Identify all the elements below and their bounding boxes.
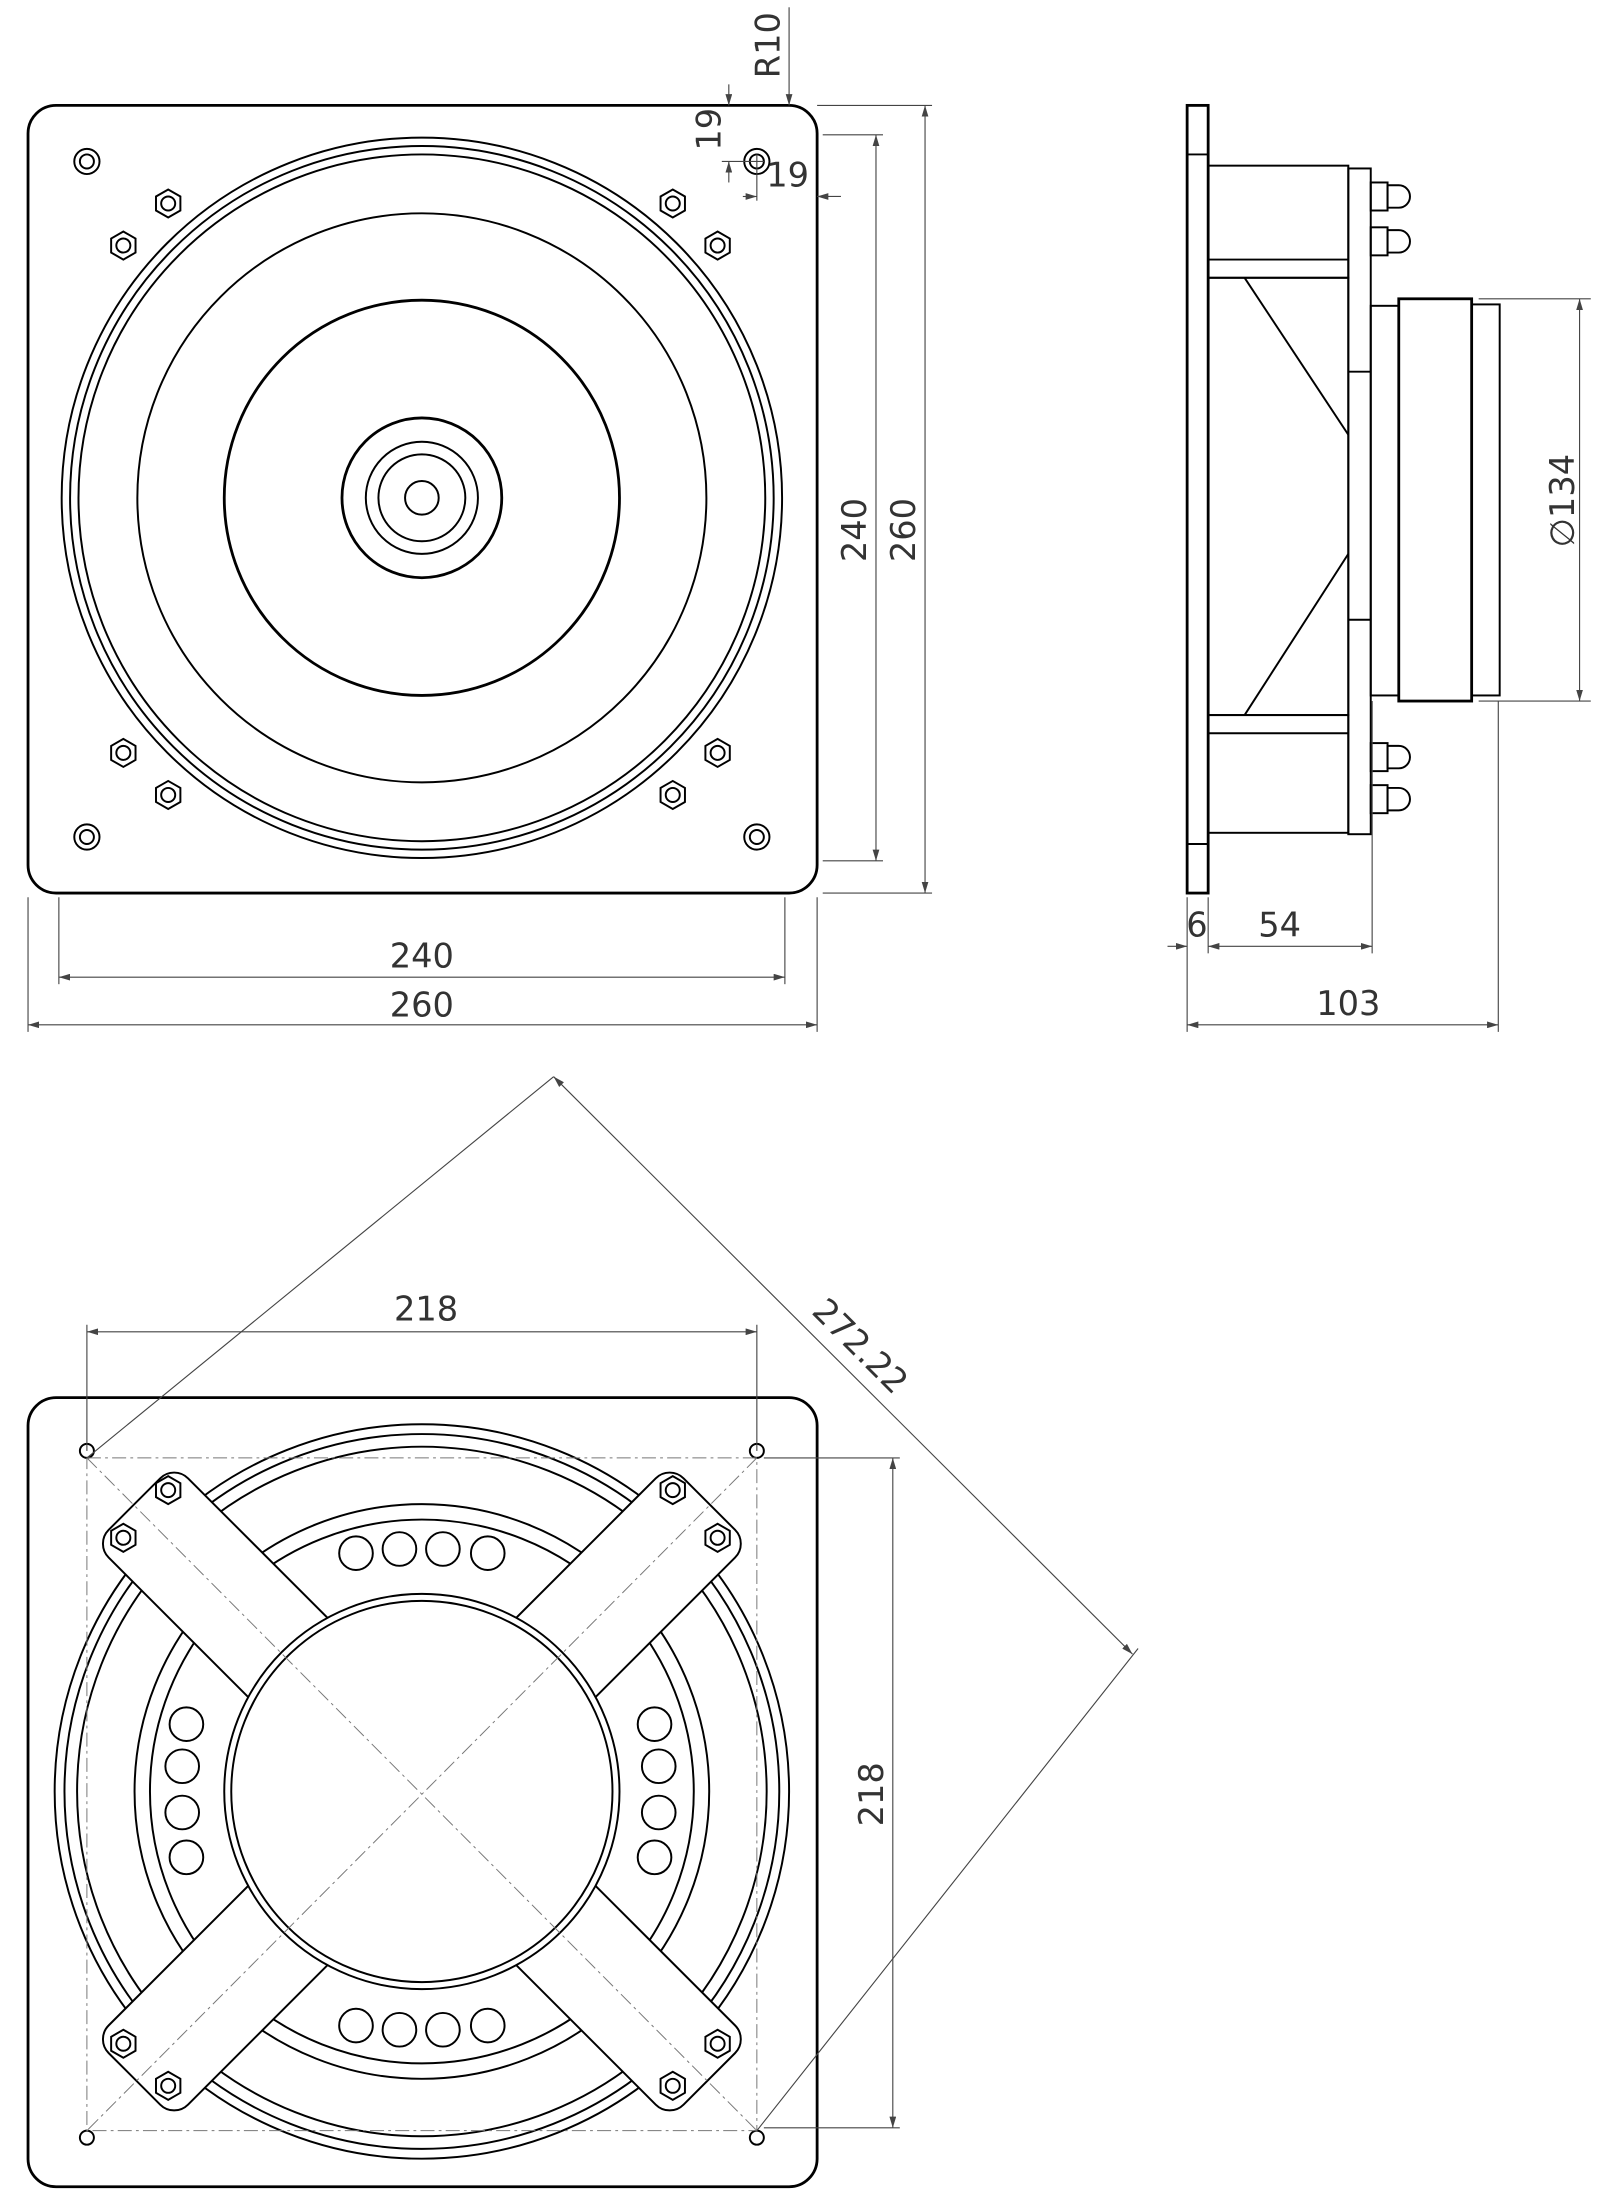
- hex-nut-icon: [110, 230, 137, 261]
- dimension-lines: [27, 7, 933, 1032]
- frame-top: [1207, 164, 1350, 279]
- side-plate: [1185, 103, 1210, 895]
- mounting-plate: [26, 103, 819, 895]
- terminal-icon: [1369, 181, 1411, 212]
- rear-view: 218 218 272.22: [26, 1076, 1139, 2189]
- hex-nut-icon: [659, 188, 686, 219]
- hex-nut-icon: [704, 230, 731, 261]
- mounting-hole-icon: [78, 2129, 95, 2146]
- vent-hole: [636, 1706, 673, 1743]
- side-view: ∅134 6 54 103: [1167, 103, 1591, 1032]
- hex-nut-icon: [704, 1522, 731, 1553]
- hex-nut-icon: [659, 2070, 686, 2101]
- surround-rings: [60, 136, 784, 860]
- vent-hole: [636, 1839, 673, 1876]
- rear-plate: [26, 1396, 819, 2189]
- vent-hole: [168, 1839, 205, 1876]
- terminals: [1369, 181, 1411, 815]
- mounting-hole-icon: [748, 2129, 765, 2146]
- vent-hole: [164, 1748, 201, 1785]
- radius-label: R10: [748, 12, 787, 78]
- hex-nut-icon: [704, 2028, 731, 2059]
- hole-spacing-width-label: 218: [394, 1290, 458, 1329]
- terminal-icon: [1369, 226, 1411, 257]
- frame-depth-label: 54: [1258, 906, 1301, 945]
- hex-nut-icon: [110, 737, 137, 769]
- vent-hole: [338, 1535, 374, 1572]
- mounting-hole-icon: [73, 823, 101, 851]
- vent-hole: [338, 2007, 374, 2044]
- hex-nut-icon: [110, 2028, 137, 2059]
- outer-height-label: 260: [884, 498, 923, 562]
- hex-nut-icon: [659, 779, 686, 811]
- hex-nut-icon: [155, 1474, 182, 1506]
- hex-nut-icon: [155, 779, 182, 811]
- hex-nut-icon: [659, 1474, 686, 1506]
- total-depth-label: 103: [1316, 984, 1380, 1023]
- magnet-diameter-label: ∅134: [1543, 454, 1582, 547]
- vent-hole: [381, 1531, 418, 1567]
- diagonal-label: 272.22: [805, 1291, 916, 1402]
- terminal-icon: [1369, 742, 1411, 773]
- vent-hole: [640, 1794, 677, 1831]
- hole-spacing-height-label: 218: [852, 1762, 891, 1826]
- vent-hole: [640, 1748, 677, 1785]
- hex-nut-icon: [704, 737, 731, 769]
- front-view: R10 19 19 240 260 240 260: [26, 7, 933, 1032]
- vent-hole: [168, 1706, 205, 1743]
- dust-cap: [340, 416, 504, 580]
- cone: [222, 298, 621, 697]
- outer-width-label: 260: [390, 985, 454, 1024]
- cross-bracket: [101, 1471, 742, 2112]
- hex-nuts: [110, 188, 731, 811]
- hex-nut-icon: [155, 2070, 182, 2101]
- rear-dimension-lines: [86, 1076, 1139, 2132]
- vent-holes: [164, 1531, 677, 2048]
- flange: [1347, 167, 1372, 836]
- offset-h-label: 19: [766, 156, 809, 195]
- mounting-hole-icon: [73, 147, 101, 176]
- rear-opening: [223, 1592, 621, 1991]
- plate-thickness-label: 6: [1186, 906, 1207, 945]
- terminal-icon: [1369, 784, 1411, 815]
- vent-hole: [381, 2011, 418, 2048]
- side-dimension-lines: [1167, 298, 1591, 1032]
- offset-v-label: 19: [689, 108, 728, 151]
- mounting-hole-icon: [743, 823, 771, 851]
- corner-holes: [73, 147, 771, 851]
- vent-hole: [425, 2011, 461, 2048]
- vent-hole: [469, 2007, 506, 2044]
- frame-body: [1207, 276, 1350, 717]
- hex-nut-icon: [155, 188, 182, 219]
- vent-hole: [164, 1794, 201, 1831]
- magnet: [1397, 297, 1474, 703]
- vent-hole: [425, 1531, 461, 1567]
- inner-width-label: 240: [390, 936, 454, 975]
- vent-hole: [469, 1535, 506, 1572]
- inner-height-label: 240: [835, 498, 874, 562]
- hex-nut-icon: [110, 1522, 137, 1553]
